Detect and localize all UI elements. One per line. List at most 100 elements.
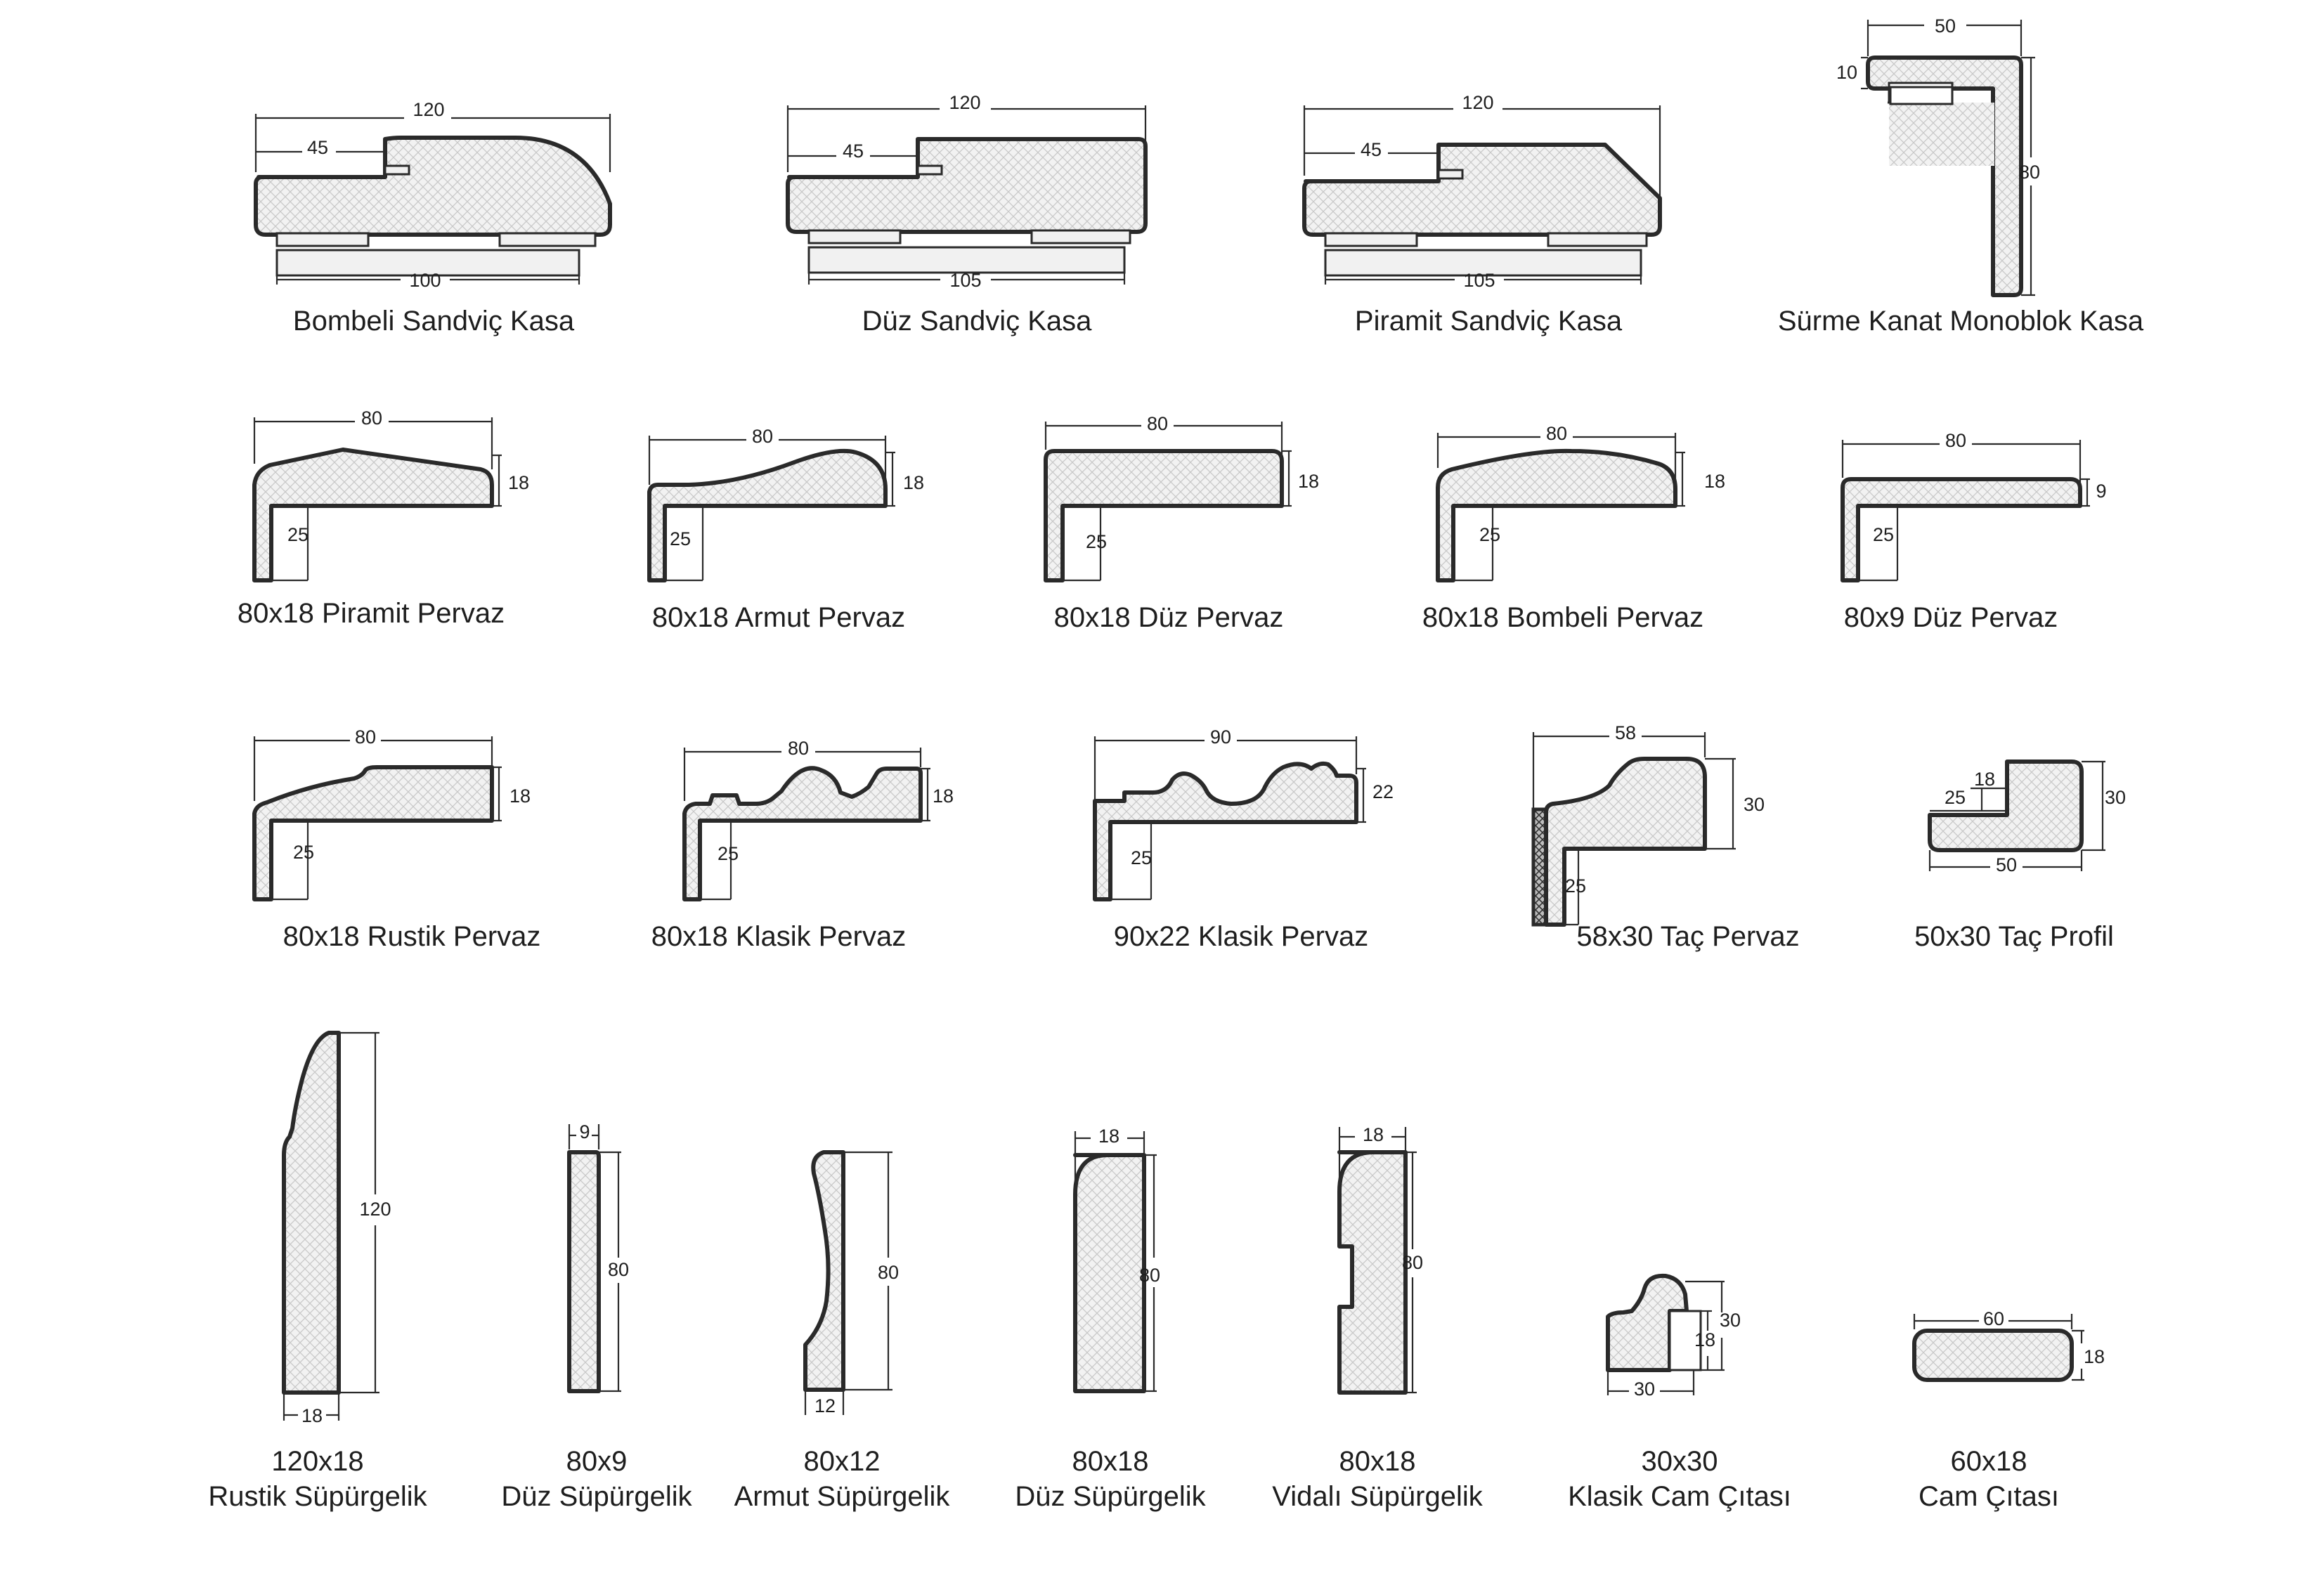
surme-kanat-monoblok-kasa-drawing: 50 10 80 (1836, 15, 2040, 297)
dim-text: 18 (1694, 1329, 1715, 1350)
label-vidali-supurgelik-size: 80x18 (1339, 1446, 1416, 1477)
duz-pervaz-9-drawing: 80 9 25 (1841, 430, 2107, 582)
dim-text: 105 (949, 270, 981, 291)
dim-text: 18 (1974, 769, 1995, 790)
label-piramit-pervaz: 80x18 Piramit Pervaz (237, 598, 505, 629)
dim-text: 18 (2084, 1346, 2105, 1367)
dim-text: 80 (361, 408, 382, 429)
dim-text: 45 (1361, 139, 1382, 160)
label-rustik-pervaz: 80x18 Rustik Pervaz (283, 921, 541, 952)
dim-text: 80 (1402, 1252, 1423, 1273)
dim-text: 80 (1945, 430, 1966, 451)
label-piramit-sandvic-kasa: Piramit Sandviç Kasa (1354, 306, 1623, 337)
label-armut-supurgelik-size: 80x12 (803, 1446, 881, 1477)
dim-text: 80 (1546, 423, 1567, 444)
klasik-cam-citasi-drawing: 30 18 30 (1606, 1273, 1741, 1400)
bombeli-sandvic-kasa-drawing: 120 45 100 (254, 99, 612, 291)
label-vidali-supurgelik: 80x18 Vidalı Süpürgelik (1272, 1444, 1482, 1514)
dim-text: 25 (293, 842, 314, 863)
klasik-pervaz-80-drawing: 80 18 25 (682, 738, 954, 901)
label-bombeli-pervaz: 80x18 Bombeli Pervaz (1422, 602, 1704, 633)
dim-text: 45 (843, 141, 864, 162)
duz-sandvic-kasa-drawing: 120 45 105 (786, 92, 1148, 291)
dim-text: 25 (1086, 531, 1107, 552)
dim-text: 18 (933, 786, 954, 807)
label-duz-supurgelik-9-size: 80x9 (566, 1446, 628, 1477)
dim-text: 120 (359, 1199, 391, 1220)
dim-text: 25 (1479, 524, 1500, 545)
dim-text: 18 (903, 472, 924, 493)
dim-text: 12 (814, 1395, 836, 1416)
dim-text: 25 (1873, 524, 1894, 545)
cam-citasi-drawing: 60 18 (1912, 1308, 2105, 1382)
label-klasik-cam-citasi: 30x30 Klasik Cam Çıtası (1568, 1444, 1791, 1514)
label-duz-pervaz-9: 80x9 Düz Pervaz (1843, 602, 2058, 633)
dim-text: 25 (1945, 787, 1966, 808)
dim-text: 50 (1996, 854, 2017, 875)
dim-text: 80 (752, 426, 773, 447)
dim-text: 18 (1363, 1124, 1384, 1145)
duz-supurgelik-9-drawing: 9 80 (567, 1121, 629, 1393)
dim-text: 25 (287, 524, 309, 545)
label-bombeli-sandvic-kasa: Bombeli Sandviç Kasa (292, 306, 575, 337)
rustik-pervaz-drawing: 80 18 25 (252, 726, 531, 901)
dim-text: 120 (1462, 92, 1493, 113)
dim-text: 18 (301, 1405, 323, 1426)
dim-text: 80 (355, 726, 376, 748)
dim-text: 60 (1983, 1308, 2004, 1329)
bombeli-pervaz-drawing: 80 18 25 (1436, 423, 1725, 582)
dim-text: 80 (1139, 1265, 1160, 1286)
dim-text: 45 (307, 137, 328, 158)
dim-text: 30 (2105, 787, 2126, 808)
label-rustik-supurgelik: 120x18 Rustik Süpürgelik (208, 1444, 427, 1514)
label-duz-sandvic-kasa: Düz Sandviç Kasa (862, 306, 1092, 337)
piramit-sandvic-kasa-drawing: 120 45 105 (1302, 92, 1662, 291)
dim-text: 22 (1372, 781, 1394, 802)
dim-text: 58 (1615, 722, 1636, 743)
dim-text: 18 (1704, 471, 1725, 492)
label-cam-citasi-size: 60x18 (1950, 1446, 2027, 1477)
label-duz-pervaz-18: 80x18 Düz Pervaz (1053, 602, 1284, 633)
dim-text: 18 (1298, 471, 1319, 492)
label-duz-supurgelik-18-name: Düz Süpürgelik (1015, 1481, 1206, 1512)
label-rustik-supurgelik-name: Rustik Süpürgelik (208, 1481, 427, 1512)
dim-text: 25 (1131, 847, 1152, 868)
armut-supurgelik-drawing: 80 12 (803, 1150, 899, 1416)
dim-text: 120 (949, 92, 980, 113)
dim-text: 9 (2096, 481, 2106, 502)
label-tac-profil: 50x30 Taç Profil (1914, 921, 2114, 952)
label-cam-citasi-name: Cam Çıtası (1918, 1481, 2060, 1512)
dim-text: 50 (1935, 15, 1956, 37)
label-duz-supurgelik-18: 80x18 Düz Süpürgelik (1015, 1444, 1205, 1514)
label-surme-kanat-monoblok-kasa: Sürme Kanat Monoblok Kasa (1777, 306, 2144, 337)
label-klasik-pervaz-80: 80x18 Klasik Pervaz (651, 921, 907, 952)
label-armut-supurgelik: 80x12 Armut Süpürgelik (734, 1444, 950, 1514)
dim-text: 9 (579, 1121, 590, 1142)
label-klasik-cam-citasi-name: Klasik Cam Çıtası (1568, 1481, 1791, 1512)
dim-text: 120 (413, 99, 444, 120)
dim-text: 80 (788, 738, 809, 759)
dim-text: 18 (509, 786, 531, 807)
dim-text: 80 (1147, 413, 1168, 434)
label-klasik-pervaz-90: 90x22 Klasik Pervaz (1113, 921, 1369, 952)
label-duz-supurgelik-9: 80x9 Düz Süpürgelik (501, 1444, 692, 1514)
piramit-pervaz-drawing: 80 18 25 (252, 408, 529, 582)
klasik-pervaz-90-drawing: 90 22 25 (1093, 726, 1394, 901)
dim-text: 25 (1565, 875, 1586, 897)
label-vidali-supurgelik-name: Vidalı Süpürgelik (1272, 1481, 1483, 1512)
label-armut-supurgelik-name: Armut Süpürgelik (734, 1481, 950, 1512)
armut-pervaz-drawing: 80 18 25 (647, 426, 924, 582)
dim-text: 30 (1720, 1310, 1741, 1331)
dim-text: 25 (670, 528, 691, 549)
duz-supurgelik-18-drawing: 18 80 (1073, 1126, 1160, 1393)
duz-pervaz-18-drawing: 80 18 25 (1044, 413, 1319, 582)
label-armut-pervaz: 80x18 Armut Pervaz (651, 602, 906, 633)
tac-profil-drawing: 25 18 30 50 (1928, 760, 2126, 875)
dim-text: 80 (2019, 162, 2040, 183)
label-rustik-supurgelik-size: 120x18 (271, 1446, 364, 1477)
dim-text: 80 (608, 1259, 629, 1280)
dim-text: 30 (1744, 794, 1765, 815)
dim-text: 105 (1463, 270, 1495, 291)
dim-text: 30 (1634, 1378, 1655, 1400)
